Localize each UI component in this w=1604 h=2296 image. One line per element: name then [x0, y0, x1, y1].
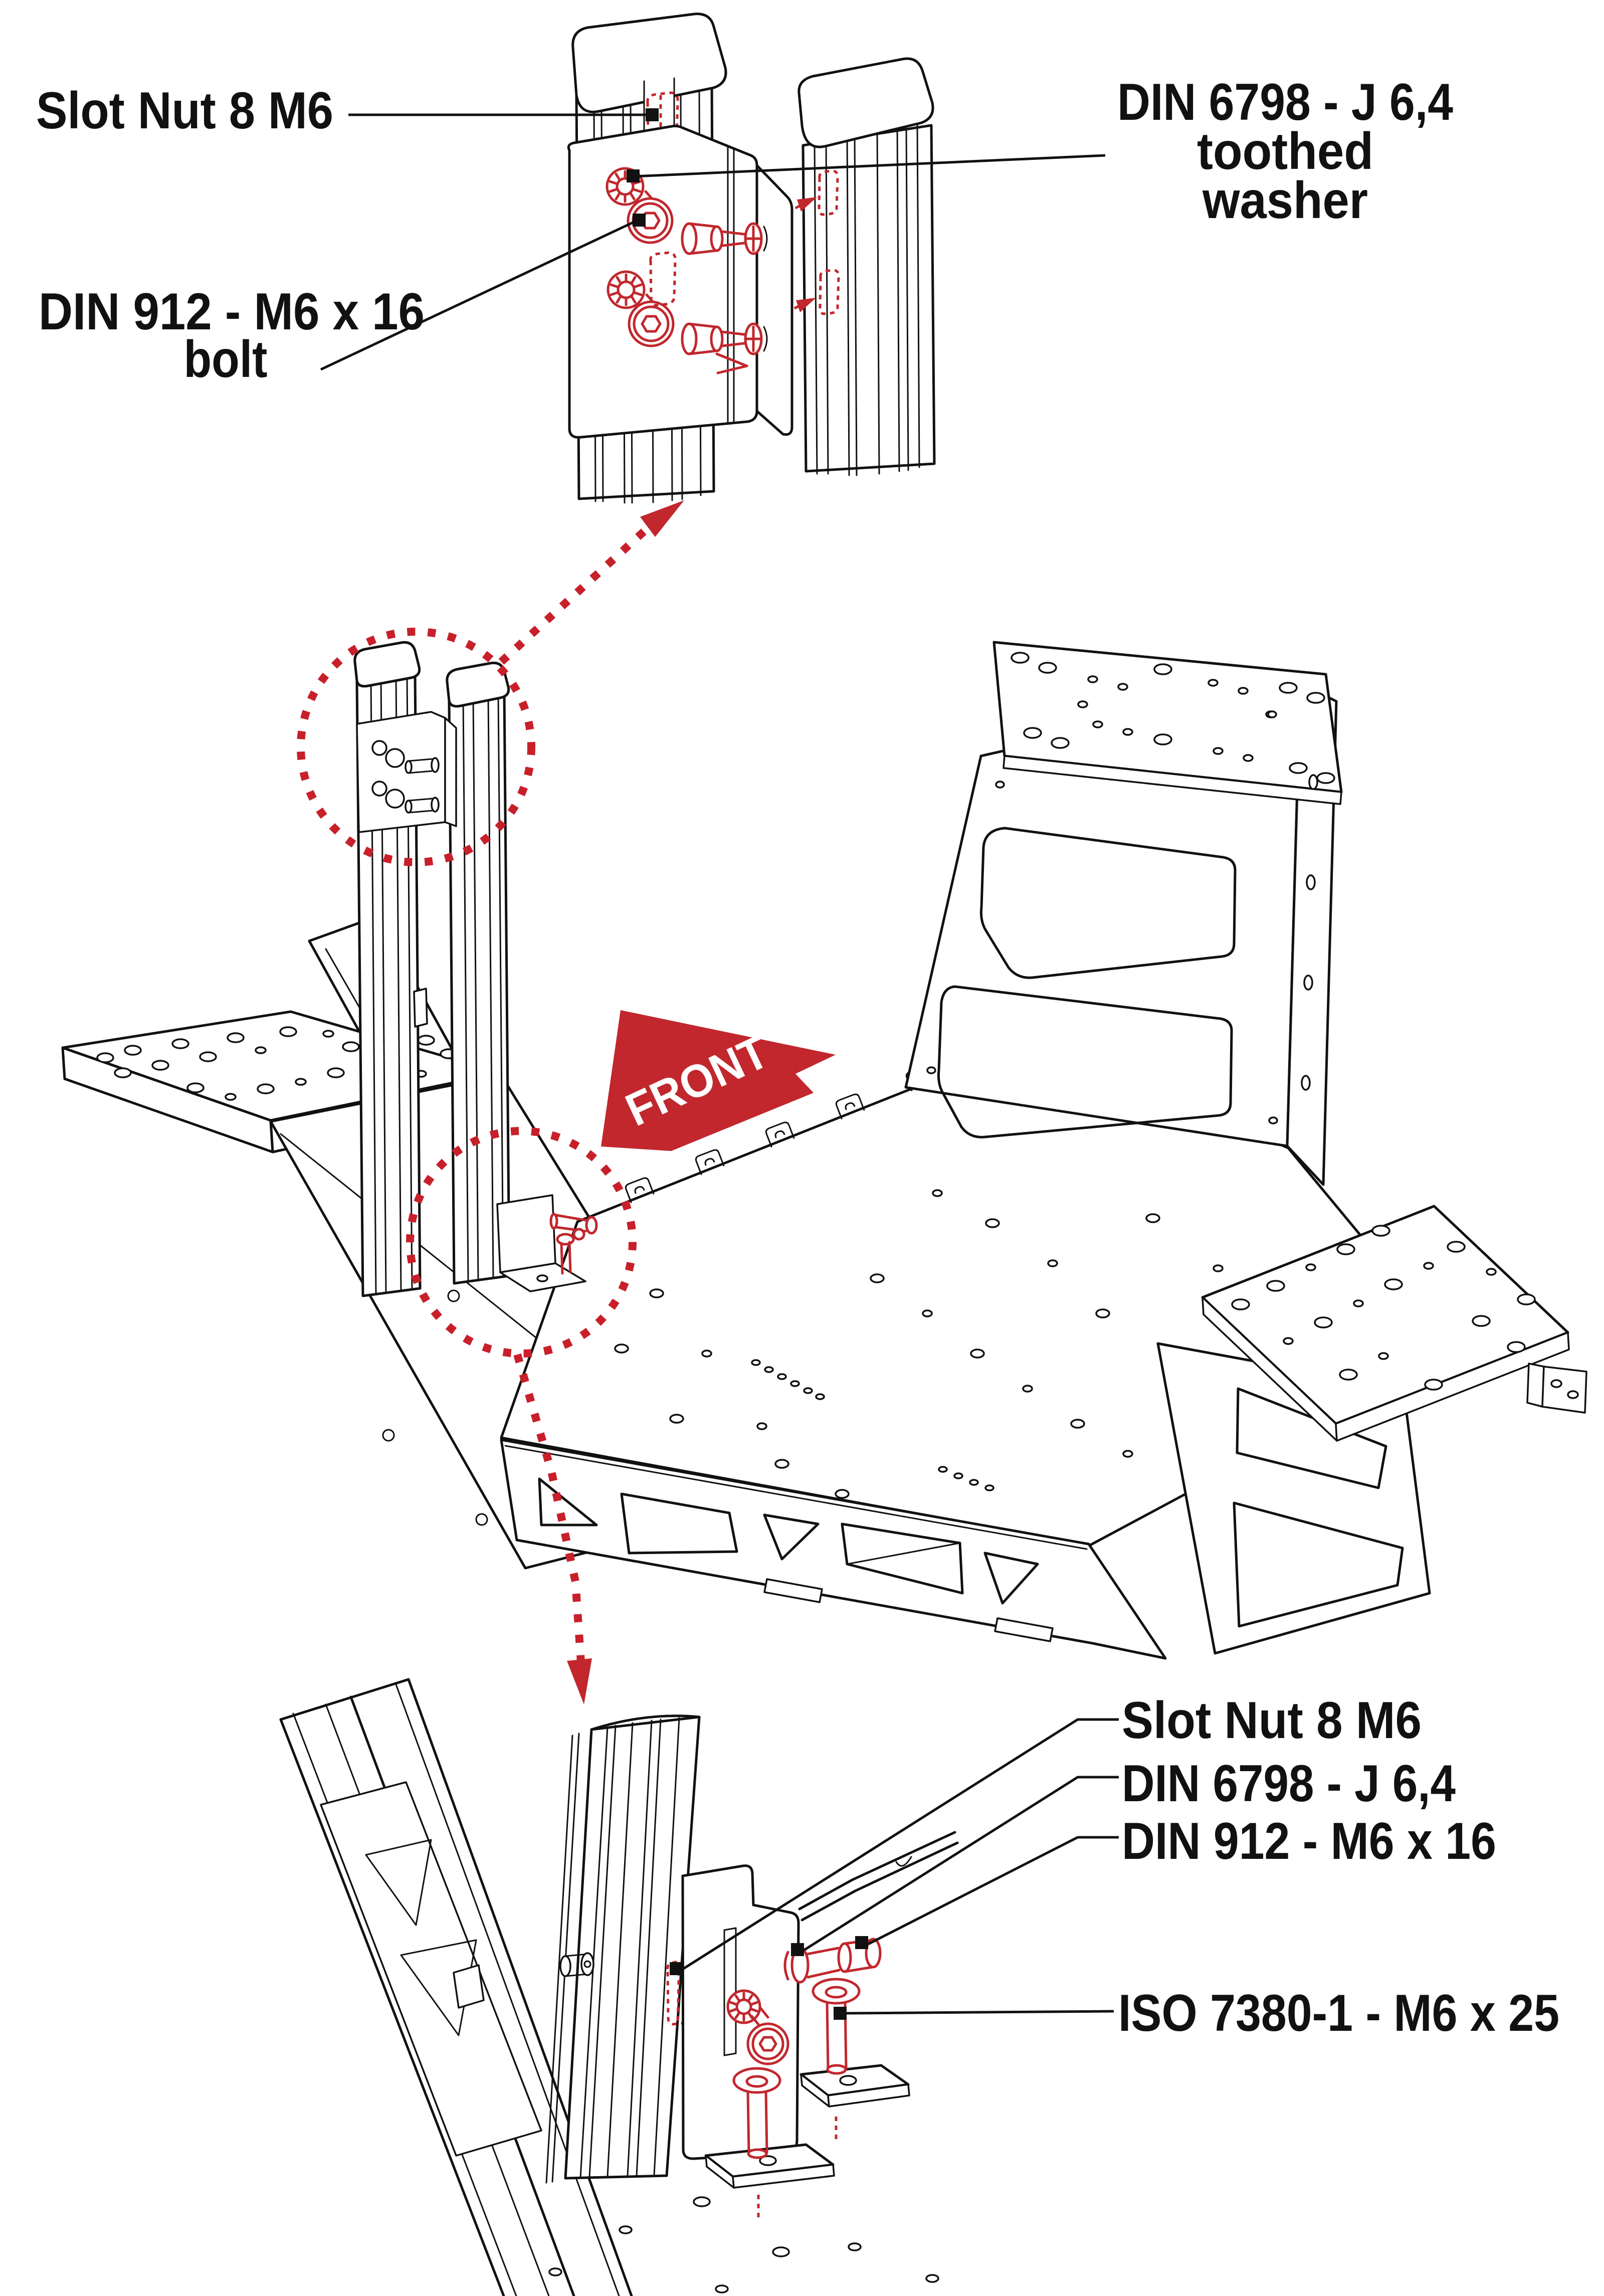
leader-bolt-bottom — [855, 1836, 1119, 1949]
leader-washer-top — [627, 154, 1106, 182]
label-slot-nut-top: Slot Nut 8 M6 — [36, 82, 333, 140]
deck-edge-bar — [798, 1831, 959, 1922]
bottom-detail-fasteners — [726, 1938, 882, 2218]
bottom-floor-holes — [548, 2196, 939, 2293]
zoom-trail-top — [498, 500, 684, 665]
leader-iso-bolt — [834, 2007, 1114, 2020]
wheel-plate-holes — [1011, 652, 1335, 784]
label-bolt-top-line2: bolt — [184, 330, 268, 389]
lower-bracket-red-bolts — [549, 1213, 598, 1275]
slot-nut-dotted-right-a — [818, 169, 839, 216]
label-bolt-top-line1: DIN 912 - M6 x 16 — [39, 283, 425, 341]
side-bracket-tab — [1526, 1363, 1587, 1414]
upper-bracket-mini — [356, 711, 457, 833]
main-assembly-view: FRONT — [61, 500, 1587, 1704]
callout-labels: Slot Nut 8 M6 DIN 6798 - J 6,4 toothed w… — [36, 73, 1559, 2042]
lower-bracket-mini — [496, 1194, 598, 1292]
label-washer-top-line2: toothed — [1197, 122, 1373, 180]
top-detail-right-cap — [797, 57, 934, 148]
detail-circle-bottom — [406, 1127, 637, 1358]
base-frame-band — [500, 1438, 1167, 1660]
wheel-deck-tower — [904, 641, 1343, 1186]
bottom-detail-view — [279, 1678, 1119, 2296]
post-cap-left — [353, 641, 421, 688]
leader-slot-nut-bottom — [682, 1718, 1119, 1971]
leader-bolt-top — [320, 214, 646, 371]
toothed-washer-2 — [607, 270, 646, 309]
post-button-screw — [559, 1952, 594, 1977]
label-bolt-bottom: DIN 912 - M6 x 16 — [1122, 1812, 1496, 1870]
diagonal-frame — [279, 1678, 633, 2296]
label-washer-top-line3: washer — [1202, 171, 1368, 230]
label-slot-nut-bottom: Slot Nut 8 M6 — [1122, 1691, 1422, 1750]
top-detail-fasteners — [606, 167, 768, 374]
iso7380-bolt-left — [732, 2067, 781, 2159]
slot-nut-dotted-right-b — [819, 269, 840, 315]
zoom-trail-bottom — [513, 1353, 592, 1704]
leader-dot-slot-nut-bottom — [670, 1962, 683, 1975]
zoom-arrowhead-bottom — [567, 1658, 592, 1704]
leader-dot-slot-nut-top — [646, 108, 659, 121]
top-detail-bracket — [567, 124, 793, 439]
detail-circle-top — [297, 628, 535, 866]
shifter-plate-holes — [1231, 1225, 1536, 1391]
top-detail-left-cap — [571, 13, 727, 113]
horizontal-din912-bolt — [783, 1938, 882, 1984]
shifter-wing — [1156, 1205, 1587, 1655]
label-washer-top-line1: DIN 6798 - J 6,4 — [1117, 73, 1453, 131]
front-arrow: FRONT — [601, 1010, 836, 1151]
leader-washer-bottom — [791, 1776, 1119, 1956]
bracket-feet — [704, 2064, 910, 2189]
top-detail-right-post — [777, 57, 936, 476]
bottom-detail-post — [545, 1714, 701, 2184]
top-detail-view — [320, 13, 1106, 504]
iso7380-bolt-right — [812, 1978, 861, 2075]
bottom-detail-bracket — [681, 1864, 910, 2189]
label-iso-bolt: ISO 7380-1 - M6 x 25 — [1118, 1984, 1559, 2042]
zoom-arrowhead-top — [640, 500, 684, 537]
socket-bolt-head-2 — [628, 300, 675, 347]
side-bolt-b — [681, 322, 768, 374]
angled-din912-bolt — [726, 1989, 789, 2065]
label-washer-bottom: DIN 6798 - J 6,4 — [1122, 1755, 1456, 1813]
side-bolt-a — [681, 222, 768, 255]
top-detail-bracket-flange — [755, 164, 793, 436]
